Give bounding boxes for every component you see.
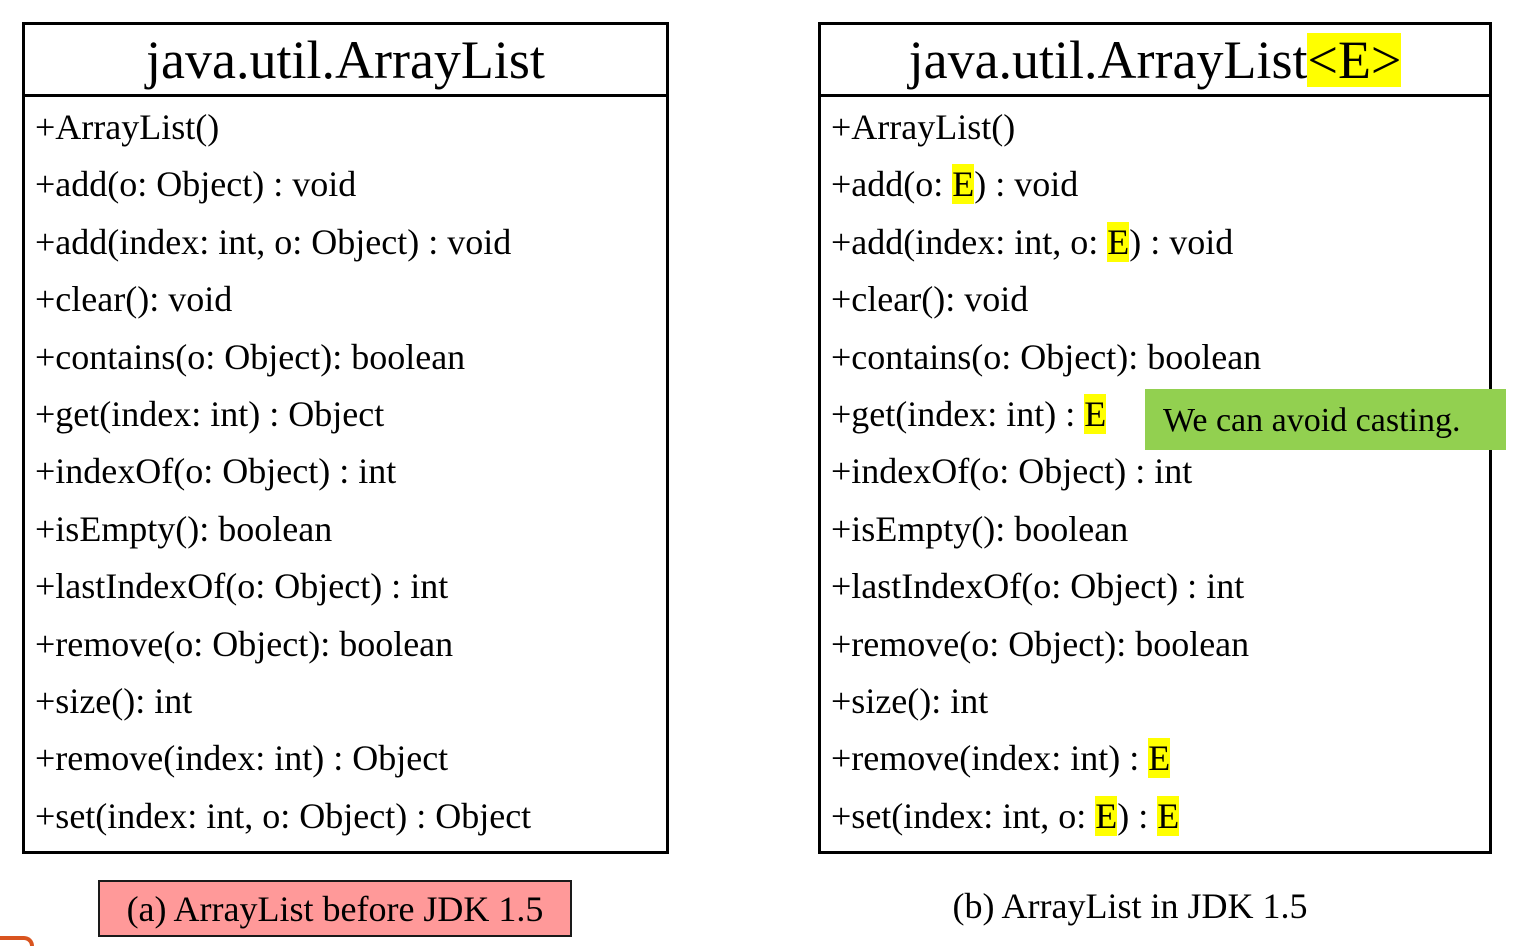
method-get: +get(index: int) : E (831, 386, 1489, 443)
class-name: java.util.ArrayList (25, 25, 666, 97)
method-add: +add(o: Object) : void (35, 164, 357, 205)
method-lastindexof: +lastIndexOf(o: Object) : int (35, 566, 449, 607)
method-contains: +contains(o: Object): boolean (831, 336, 1262, 377)
method-remove-index: +remove(index: int) : E (831, 730, 1489, 787)
method-set: +set(index: int, o: Object) : Object (35, 795, 532, 836)
type-highlight: E (1148, 738, 1171, 779)
method-isempty: +isEmpty(): boolean (831, 508, 1129, 549)
type-highlight: E (1084, 393, 1107, 434)
method-add-index: +add(index: int, o: E) : void (831, 214, 1489, 271)
method-clear: +clear(): void (35, 279, 233, 320)
method-text: ) : void (974, 164, 1079, 205)
method-add-index: +add(index: int, o: Object) : void (35, 221, 512, 262)
method-isempty: +isEmpty(): boolean (35, 508, 333, 549)
corner-decoration (0, 936, 34, 946)
method-list: +ArrayList() +add(o: E) : void +add(inde… (821, 97, 1489, 845)
class-name: java.util.ArrayList<E> (821, 25, 1489, 97)
method-clear: +clear(): void (831, 279, 1029, 320)
type-highlight: E (1095, 795, 1118, 836)
method-set: +set(index: int, o: E) : E (831, 788, 1489, 845)
type-highlight: E (1157, 795, 1180, 836)
uml-class-arraylist-pre-jdk15: java.util.ArrayList +ArrayList() +add(o:… (22, 22, 669, 854)
method-size: +size(): int (831, 680, 989, 721)
method-text: +remove(index: int) : (831, 738, 1149, 779)
type-parameter-highlight: <E> (1307, 29, 1402, 90)
method-lastindexof: +lastIndexOf(o: Object) : int (831, 566, 1245, 607)
method-text: ) : void (1129, 221, 1234, 262)
type-highlight: E (952, 164, 975, 205)
method-indexof: +indexOf(o: Object) : int (35, 451, 397, 492)
type-highlight: E (1107, 221, 1130, 262)
method-text: +add(o: (831, 164, 953, 205)
class-name-text: java.util.ArrayList (908, 29, 1308, 90)
method-text: ) : (1117, 795, 1158, 836)
method-contains: +contains(o: Object): boolean (35, 336, 466, 377)
method-remove-index: +remove(index: int) : Object (35, 738, 449, 779)
method-remove-object: +remove(o: Object): boolean (831, 623, 1250, 664)
caption-b: (b) ArrayList in JDK 1.5 (952, 886, 1308, 926)
method-list: +ArrayList() +add(o: Object) : void +add… (25, 97, 666, 845)
method-indexof: +indexOf(o: Object) : int (831, 451, 1193, 492)
method-text: +add(index: int, o: (831, 221, 1108, 262)
method-constructor: +ArrayList() (831, 107, 1016, 147)
method-get: +get(index: int) : Object (35, 393, 385, 434)
method-add: +add(o: E) : void (831, 156, 1489, 213)
callout-note: We can avoid casting. (1145, 389, 1506, 450)
method-text: +set(index: int, o: (831, 795, 1096, 836)
caption-a: (a) ArrayList before JDK 1.5 (98, 880, 572, 937)
method-remove-object: +remove(o: Object): boolean (35, 623, 454, 664)
method-size: +size(): int (35, 680, 193, 721)
method-text: +get(index: int) : (831, 393, 1085, 434)
method-constructor: +ArrayList() (35, 107, 220, 147)
